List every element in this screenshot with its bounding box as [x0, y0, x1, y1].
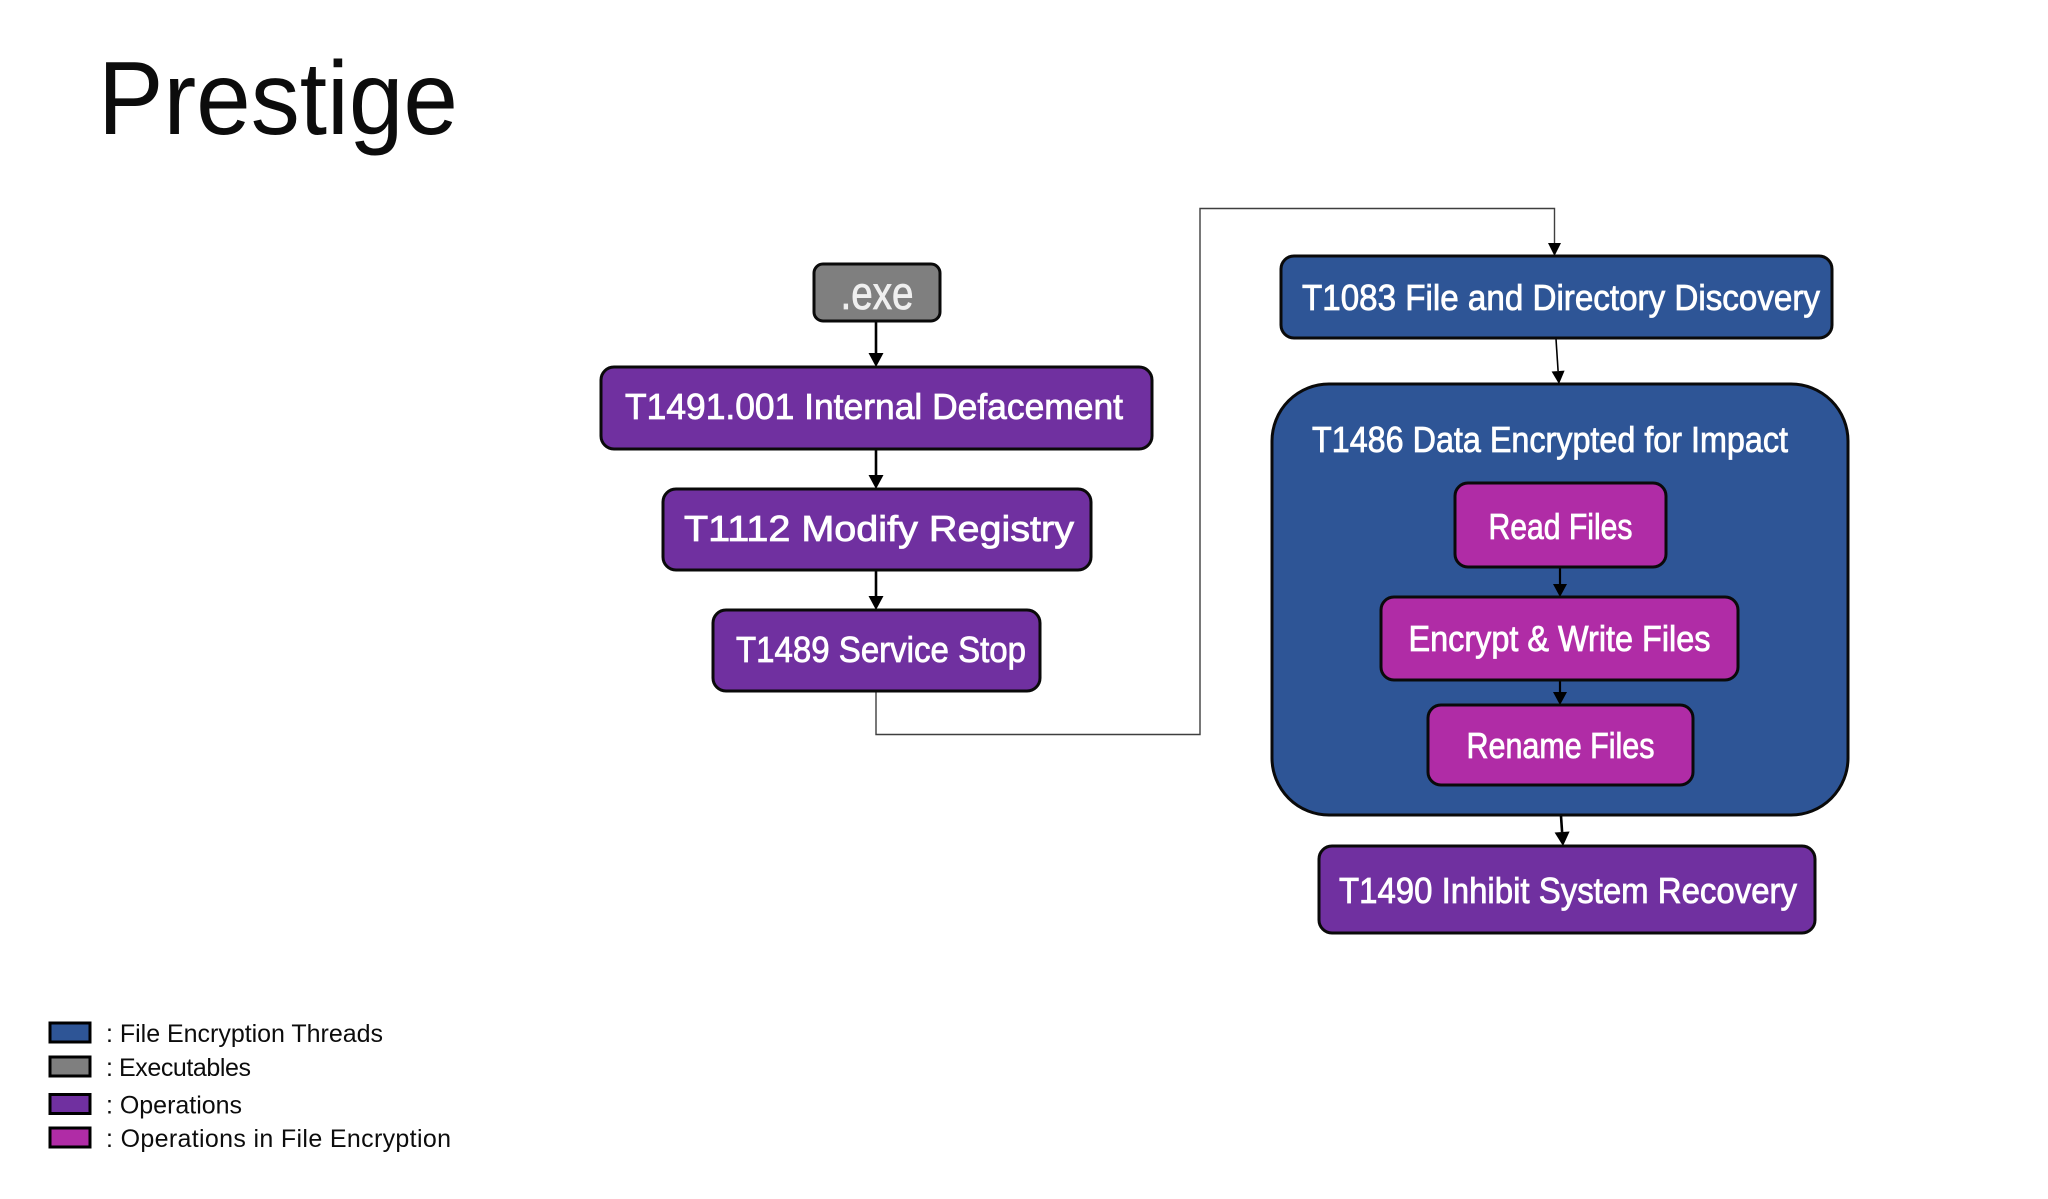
- svg-text:T1486 Data Encrypted for Impac: T1486 Data Encrypted for Impact: [1312, 419, 1788, 460]
- svg-text:T1491.001 Internal Defacement: T1491.001 Internal Defacement: [625, 386, 1123, 427]
- svg-text:T1490 Inhibit System Recovery: T1490 Inhibit System Recovery: [1339, 870, 1797, 911]
- svg-text:T1489 Service Stop: T1489 Service Stop: [736, 629, 1026, 670]
- svg-text:T1112 Modify Registry: T1112 Modify Registry: [684, 508, 1074, 549]
- svg-text:: File Encryption Threads: : File Encryption Threads: [106, 1020, 383, 1048]
- svg-text:Encrypt & Write Files: Encrypt & Write Files: [1409, 618, 1711, 659]
- svg-text:.exe: .exe: [841, 267, 914, 319]
- svg-text:: Operations in File Encryptio: : Operations in File Encryption: [106, 1125, 451, 1153]
- svg-text:Rename Files: Rename Files: [1467, 725, 1655, 766]
- svg-text:Prestige: Prestige: [98, 41, 458, 157]
- svg-text:T1083 File and Directory Disco: T1083 File and Directory Discovery: [1302, 277, 1820, 318]
- svg-text:Read Files: Read Files: [1489, 506, 1633, 547]
- svg-text:: Operations: : Operations: [106, 1092, 242, 1120]
- svg-text:: Executables: : Executables: [106, 1054, 251, 1082]
